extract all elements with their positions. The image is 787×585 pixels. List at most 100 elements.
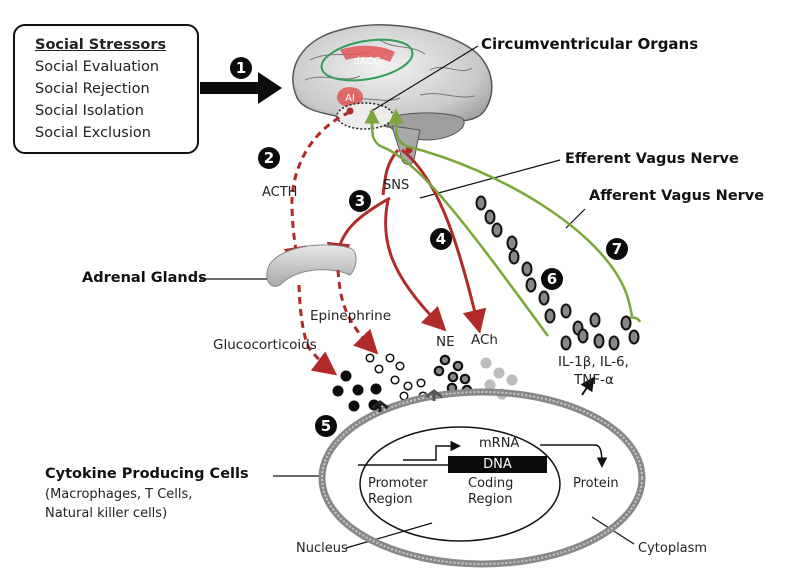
glucocorticoid-molecule <box>352 384 364 396</box>
cytokine-cells-subtitle-1: (Macrophages, T Cells, <box>45 487 193 502</box>
adrenal-glands-label: Adrenal Glands <box>82 270 207 286</box>
cytokine-molecule <box>620 315 632 331</box>
hormone-molecules <box>332 353 518 412</box>
cytokine-molecule <box>506 235 518 251</box>
norepinephrine-molecule <box>439 354 451 366</box>
epinephrine-molecule <box>395 361 405 371</box>
glucocorticoid-molecule <box>348 400 360 412</box>
glucocorticoid-molecule <box>340 370 352 382</box>
cytokine-molecule <box>491 222 503 238</box>
ne-label: NE <box>436 334 455 350</box>
epinephrine-molecule <box>365 353 375 363</box>
cytokine-cells-title: Cytokine Producing Cells <box>45 466 249 482</box>
sns-to-ne <box>384 199 447 332</box>
epinephrine-molecule <box>374 364 384 374</box>
cytokines-label-line2: TNF-α <box>574 372 614 388</box>
coding-label-1: Coding <box>468 476 514 491</box>
circumventricular-organs-label: Circumventricular Organs <box>481 35 699 53</box>
cytokine-molecule <box>521 261 533 277</box>
cytokine-molecule <box>608 335 620 351</box>
coding-label-2: Region <box>468 492 513 507</box>
glucocorticoid-receptor <box>371 400 389 412</box>
cytoplasm-label: Cytoplasm <box>638 541 708 556</box>
acetylcholine-molecule <box>484 379 496 391</box>
cytokine-molecule <box>589 312 601 328</box>
step-badge-6: 6 <box>541 268 563 290</box>
epinephrine-molecule <box>390 375 400 385</box>
adrenal-gland <box>266 244 357 287</box>
cytokine-molecule <box>560 303 572 319</box>
cytokine-molecule <box>593 333 605 349</box>
epinephrine-molecule <box>385 353 395 363</box>
transcription-arrow <box>403 440 461 461</box>
efferent-vagus-leader <box>419 159 561 199</box>
vagus-to-ach <box>401 148 487 334</box>
afferent-vagus-label: Afferent Vagus Nerve <box>589 188 765 204</box>
cytokine-molecule <box>628 329 640 345</box>
cytokine-molecule <box>577 328 589 344</box>
stressor-item: Social Evaluation <box>35 59 160 75</box>
glucocorticoid-molecule <box>370 383 382 395</box>
norepinephrine-molecule <box>459 373 471 385</box>
social-stressors-title: Social Stressors <box>35 37 167 53</box>
promoter-label-1: Promoter <box>368 476 428 491</box>
cytokine-molecule <box>525 277 537 293</box>
cytokine-molecule <box>484 209 496 225</box>
step-badge-7: 7 <box>606 238 628 260</box>
cytokine-release-arrow <box>580 376 595 396</box>
glucocorticoids-label: Glucocorticoids <box>213 337 317 353</box>
brain-region-dacc: dACC <box>354 56 381 67</box>
stressor-to-brain-arrow <box>200 72 282 104</box>
protein-label: Protein <box>573 476 619 491</box>
acetylcholine-molecule <box>506 374 518 386</box>
norepinephrine-molecule <box>452 360 464 372</box>
cytokine-cells-subtitle-2: Natural killer cells) <box>45 506 168 521</box>
acetylcholine-molecule <box>480 357 492 369</box>
step-badge-2: 2 <box>258 147 280 169</box>
cytokine-molecule <box>560 335 572 351</box>
brain-region-ai: AI <box>345 93 355 104</box>
acth-pathway <box>283 110 351 271</box>
afferent-vagus-outer <box>394 119 634 317</box>
epinephrine-molecule <box>403 381 413 391</box>
epinephrine-pathway <box>336 269 379 355</box>
cytokines-label-line1: IL-1β, IL-6, <box>558 354 629 370</box>
nucleus-leader <box>345 522 433 549</box>
adrenergic-receptor <box>425 389 443 401</box>
glucocorticoid-molecule <box>332 385 344 397</box>
cytokine-molecules <box>475 195 640 351</box>
cytokine-molecule <box>544 308 556 324</box>
social-stressors-box: Social Stressors Social Evaluation Socia… <box>13 24 199 154</box>
stressor-item: Social Isolation <box>35 103 144 119</box>
step-badge-4: 4 <box>430 228 452 250</box>
cytokine-molecule <box>475 195 487 211</box>
sns-label: SNS <box>383 178 410 193</box>
brain-illustration: dACC AI <box>292 24 493 165</box>
afferent-vagus-inner <box>370 119 550 337</box>
circumventricular-leader <box>369 45 479 113</box>
ach-label: ACh <box>471 332 498 348</box>
epinephrine-label: Epinephrine <box>310 308 391 324</box>
norepinephrine-molecule <box>433 365 445 377</box>
cytokine-molecule <box>538 290 550 306</box>
efferent-vagus-label: Efferent Vagus Nerve <box>565 151 739 167</box>
step-badge-1: 1 <box>230 57 252 79</box>
stressor-item: Social Rejection <box>35 81 150 97</box>
acth-label: ACTH <box>262 185 298 200</box>
promoter-label-2: Region <box>368 492 413 507</box>
nucleus <box>359 426 561 542</box>
stressor-item: Social Exclusion <box>35 125 151 141</box>
step-badge-5: 5 <box>315 415 337 437</box>
cytokine-molecule <box>508 249 520 265</box>
dna-label: DNA <box>448 456 547 473</box>
acetylcholine-molecule <box>493 367 505 379</box>
step-badge-3: 3 <box>349 190 371 212</box>
mrna-label: mRNA <box>479 436 520 451</box>
nucleus-label: Nucleus <box>296 541 348 556</box>
glucocorticoid-pathway <box>297 284 338 376</box>
translation-arrow <box>540 444 608 468</box>
norepinephrine-molecule <box>447 371 459 383</box>
epinephrine-molecule <box>416 378 426 388</box>
